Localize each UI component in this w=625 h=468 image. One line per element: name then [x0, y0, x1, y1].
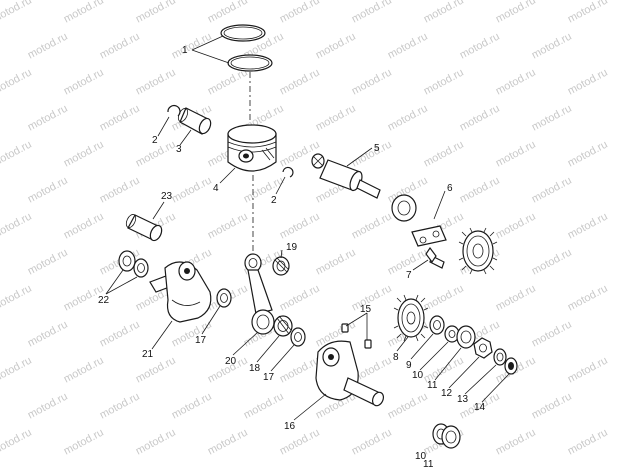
nut-12: [473, 337, 493, 359]
piston-pin-circlip-right: [282, 166, 294, 178]
drive-gear-upper: [458, 227, 498, 275]
crankshaft-right-half: [315, 340, 385, 407]
callout-6: 6: [447, 183, 453, 194]
washer-13: [493, 348, 507, 366]
callout-9: 9: [406, 360, 412, 371]
callout-8: 8: [393, 352, 399, 363]
callout-15: 15: [360, 304, 372, 315]
piston-rings: [220, 24, 273, 72]
callout-21: 21: [142, 349, 154, 360]
callout-12: 12: [441, 388, 453, 399]
mounting-bracket: [411, 225, 447, 247]
piston: [227, 124, 277, 172]
big-end-bearing: [273, 315, 293, 337]
bottom-bearing-assembly: [432, 423, 461, 449]
callout-11-upper: 11: [427, 380, 438, 391]
crankshaft-left-half: [149, 261, 212, 323]
callout-7: 7: [406, 270, 412, 281]
callout-22: 22: [98, 295, 110, 306]
crank-washer-17-left: [216, 288, 232, 308]
seal-14: [504, 357, 518, 375]
callout-13: 13: [457, 394, 469, 405]
callout-10-lower: 10: [415, 451, 427, 462]
callout-11-lower: 11: [423, 459, 434, 468]
balancer-shaft: [311, 153, 381, 199]
connecting-rod: [244, 253, 275, 335]
callout-17-left: 17: [195, 335, 207, 346]
callout-5: 5: [374, 143, 380, 154]
callout-2-right: 2: [271, 195, 277, 206]
crank-bearing-sleeve: [125, 214, 163, 242]
leader-lines: [105, 35, 510, 421]
callout-23: 23: [161, 191, 173, 202]
piston-pin-circlip-left: [167, 104, 181, 117]
gear-washer-9: [429, 315, 445, 335]
piston-pin: [177, 107, 212, 135]
callout-1: 1: [182, 45, 188, 56]
shaft-bearing: [391, 194, 417, 222]
bearing-11: [456, 325, 476, 349]
callout-4: 4: [213, 183, 219, 194]
callout-20: 20: [225, 356, 237, 367]
callout-16: 16: [284, 421, 296, 432]
callout-10-upper: 10: [412, 370, 424, 381]
callout-14: 14: [474, 402, 486, 413]
callout-2-left: 2: [152, 135, 158, 146]
crank-washer-17-right: [290, 327, 306, 347]
callout-3: 3: [176, 144, 182, 155]
callout-19: 19: [286, 242, 298, 253]
callout-18: 18: [249, 363, 261, 374]
small-end-bearing: [272, 256, 290, 276]
crank-washers-left: [118, 250, 149, 278]
drive-gear-lower: [393, 294, 429, 342]
callout-labels: 1 2 2 3 4 5 6 7 8 9 10 10 11 11 12 13 14…: [98, 45, 486, 468]
mounting-bolt: [425, 246, 445, 269]
callout-17-right: 17: [263, 372, 275, 383]
